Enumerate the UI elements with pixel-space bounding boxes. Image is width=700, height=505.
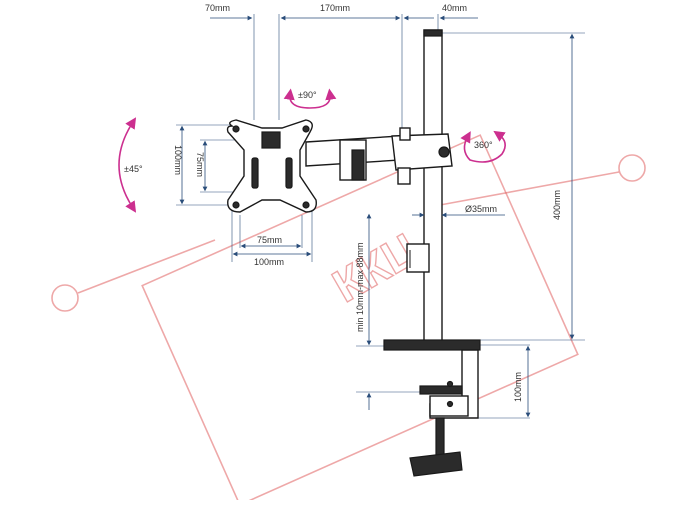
tilt-arrow [118, 117, 137, 213]
clamp-jaw [419, 385, 463, 395]
rotate-arrow [460, 130, 506, 163]
tilt-label: ±45° [124, 164, 143, 174]
arm-knob [351, 149, 365, 181]
clamp-height-dim: 100mm [513, 345, 531, 418]
rotate-label: 360° [474, 140, 493, 150]
watermark-line-right [439, 171, 620, 206]
pole-collar [406, 243, 430, 273]
vesa-hole-tr [302, 125, 310, 133]
vesa-slot-left [251, 157, 259, 189]
pole-tube [423, 29, 443, 346]
pole-diameter-label: Ø35mm [465, 204, 497, 214]
vesa-hole-br [302, 201, 310, 209]
vesa-hole-bl [232, 201, 240, 209]
watermark-line-left [77, 239, 216, 294]
vesa-plate [226, 119, 317, 213]
vesa-hole-tl [232, 125, 240, 133]
watermark: ККЦ [51, 134, 646, 505]
dim-170mm-label: 170mm [320, 3, 350, 13]
pole-diameter-dim: Ø35mm [412, 204, 505, 218]
vesa-plate-outline [226, 119, 317, 213]
arm [305, 127, 453, 185]
watermark-circle-right [618, 154, 646, 182]
desk-thickness-label: min 10mm-max 88mm [355, 242, 365, 332]
pole-cap [423, 29, 443, 37]
vesa-center-block [261, 131, 281, 149]
pole [406, 29, 443, 346]
clamp-handle [409, 451, 463, 477]
vesa-inner-height-label: 75mm [195, 152, 205, 177]
swivel-label: ±90° [298, 90, 317, 100]
arm-bolt-bottom [397, 167, 411, 185]
pole-height-label: 400mm [552, 190, 562, 220]
watermark-circle-left [51, 284, 79, 312]
top-dimensions: 70mm 170mm 40mm [205, 3, 478, 21]
vesa-outer-height-label: 100mm [173, 145, 183, 175]
vesa-slot-right [285, 157, 293, 189]
desk-thickness-dim: min 10mm-max 88mm [355, 213, 372, 410]
vesa-inner-width-label: 75mm [257, 235, 282, 245]
vesa-outer-width-label: 100mm [254, 257, 284, 267]
pole-height-dim: 400mm [552, 33, 575, 340]
extension-lines [176, 14, 585, 419]
rotation-indicators: ±45° ±90° 360° [118, 88, 506, 213]
swivel-arrow [283, 88, 337, 109]
arm-joint [391, 133, 453, 171]
dim-70mm-label: 70mm [205, 3, 230, 13]
clamp-top-plate [383, 339, 481, 351]
arm-pivot [438, 146, 450, 158]
clamp-height-label: 100mm [513, 372, 523, 402]
clamp [383, 339, 481, 477]
vesa-dimensions: 100mm 75mm 75mm 100mm [173, 125, 312, 267]
dim-40mm-label: 40mm [442, 3, 467, 13]
arm-bolt-top [399, 127, 411, 141]
